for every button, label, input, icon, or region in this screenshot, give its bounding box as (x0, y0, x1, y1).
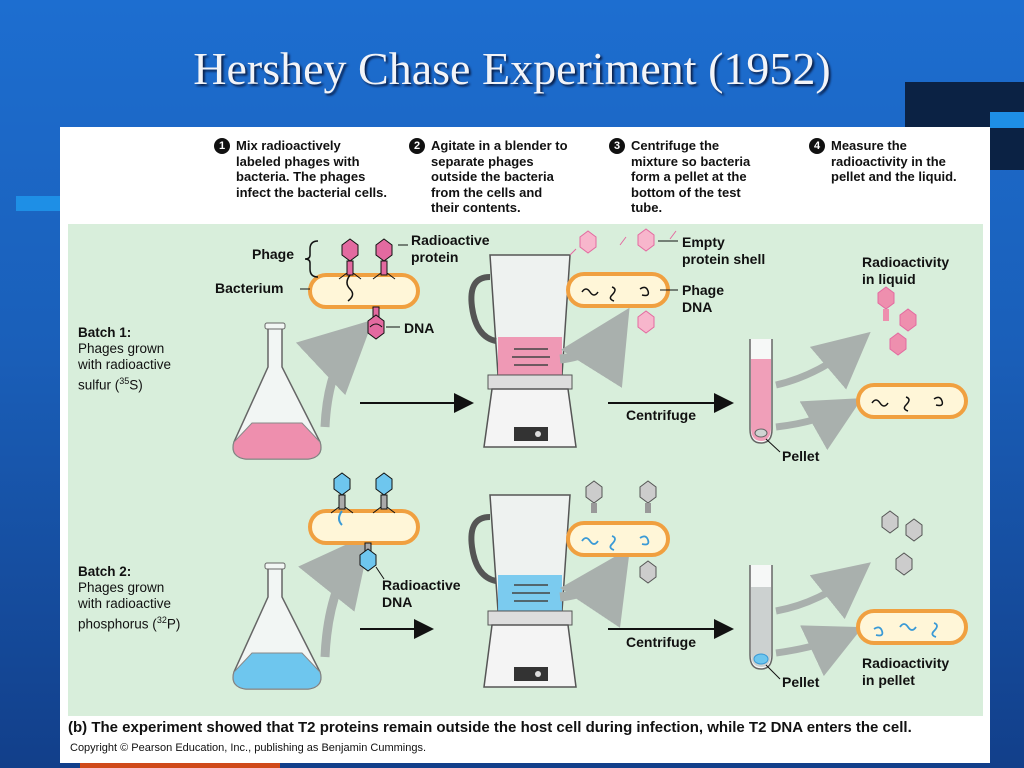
batch1-isotope-mass: 35 (119, 376, 130, 386)
step-1-text: Mix radioactively labeled phages with ba… (236, 138, 388, 200)
batch1-empty-shells (569, 228, 677, 334)
batch1-tube-arrow-up (775, 331, 871, 390)
batch1-line3-pre: sulfur ( (78, 377, 120, 393)
experiment-illustration (232, 228, 968, 690)
batch2-tube (749, 565, 773, 670)
batch1-description: Batch 1: Phages grown with radioactive s… (78, 325, 171, 394)
step-3-number: 3 (609, 138, 625, 154)
batch1-heading: Batch 1: (78, 325, 132, 340)
batch1-line2: with radioactive (78, 357, 172, 372)
batch1-tube-arrow-down (775, 398, 863, 451)
label-centrifuge-2: Centrifuge (626, 634, 696, 650)
label-radioactivity-in-pellet: Radioactivity in pellet (862, 655, 950, 688)
batch1-pellet-cell (856, 383, 968, 419)
pellet-1-pointer (765, 438, 781, 453)
label-pellet-1: Pellet (782, 448, 820, 464)
batch1-blender (468, 254, 577, 448)
batch1-line1: Phages grown (78, 341, 165, 356)
batch2-line3-post: P) (166, 616, 181, 632)
slide-title: Hershey Chase Experiment (1952) (193, 43, 831, 94)
batch2-line3-pre: phosphorus ( (78, 616, 157, 632)
batch1-phages-on-cell (338, 238, 396, 302)
step-4: 4 Measure the radioactivity in the pelle… (809, 138, 957, 185)
batch2-bacterium (308, 509, 420, 545)
copyright-notice: Copyright © Pearson Education, Inc., pub… (70, 742, 427, 754)
decor-blue-bar-left (16, 196, 60, 211)
label-radioactive-dna: Radioactive DNA (382, 577, 461, 610)
step-3: 3 Centrifuge the mixture so bacteria for… (609, 138, 751, 216)
batch2-blender (468, 494, 577, 688)
step-1: 1 Mix radioactively labeled phages with … (214, 138, 388, 200)
label-dna: DNA (404, 320, 435, 336)
step-4-text: Measure the radioactivity in the pellet … (831, 138, 957, 184)
step-2-number: 2 (409, 138, 425, 154)
batch2-phages-on-cell (330, 472, 396, 572)
batch1-bacterium (308, 273, 420, 309)
batch2-flask-arrow (298, 532, 372, 658)
batch1-line3-post: S) (129, 377, 143, 393)
batch2-empty-shells (585, 480, 657, 584)
label-phage: Phage (252, 246, 295, 262)
batch1-blender-arrow (559, 307, 630, 388)
batch2-line1: Phages grown (78, 580, 165, 595)
batch2-blended-cell (566, 521, 670, 557)
decor-orange-strip (80, 760, 280, 768)
batch1-flask (232, 322, 322, 460)
batch1-phage-below (367, 306, 385, 340)
label-phage-dna: Phage DNA (682, 282, 725, 315)
label-pellet-2: Pellet (782, 674, 820, 690)
batch2-flask (232, 562, 322, 690)
batch2-liquid-shells (881, 510, 923, 576)
batch2-heading: Batch 2: (78, 564, 132, 579)
step-1-number: 1 (214, 138, 230, 154)
label-centrifuge-1: Centrifuge (626, 407, 696, 423)
batch1-tube (749, 339, 773, 444)
batch2-tube-arrow-up (775, 562, 871, 620)
batch2-description: Batch 2: Phages grown with radioactive p… (78, 564, 180, 633)
step-2: 2 Agitate in a blender to separate phage… (409, 138, 568, 216)
label-bacterium: Bacterium (215, 280, 284, 296)
batch2-line3: phosphorus (32P) (78, 612, 180, 633)
step-2-text: Agitate in a blender to separate phages … (431, 138, 568, 215)
label-radioactivity-in-liquid: Radioactivity in liquid (862, 254, 950, 287)
step-4-number: 4 (809, 138, 825, 154)
decor-blue-bar-right (990, 112, 1024, 128)
batch1-line3: sulfur (35S) (78, 373, 171, 394)
figure-caption: (b) The experiment showed that T2 protei… (68, 719, 912, 736)
batch2-line2: with radioactive (78, 596, 172, 611)
batch1-flask-arrow (295, 319, 374, 428)
batch1-liquid-phages (877, 286, 917, 356)
pellet-2-pointer (765, 664, 781, 680)
phage-brace (304, 240, 319, 278)
batch2-blender-arrow (559, 548, 630, 628)
label-radioactive-protein: Radioactive protein (411, 232, 490, 265)
batch1-blended-cell (566, 272, 670, 308)
batch2-pellet-cell (856, 609, 968, 645)
batch2-tube-arrow-down (775, 625, 863, 677)
radioactive-dna-pointer (375, 566, 385, 580)
step-3-text: Centrifuge the mixture so bacteria form … (631, 138, 751, 215)
batch2-isotope-mass: 32 (156, 615, 167, 625)
label-empty-protein-shell: Empty protein shell (682, 234, 766, 267)
